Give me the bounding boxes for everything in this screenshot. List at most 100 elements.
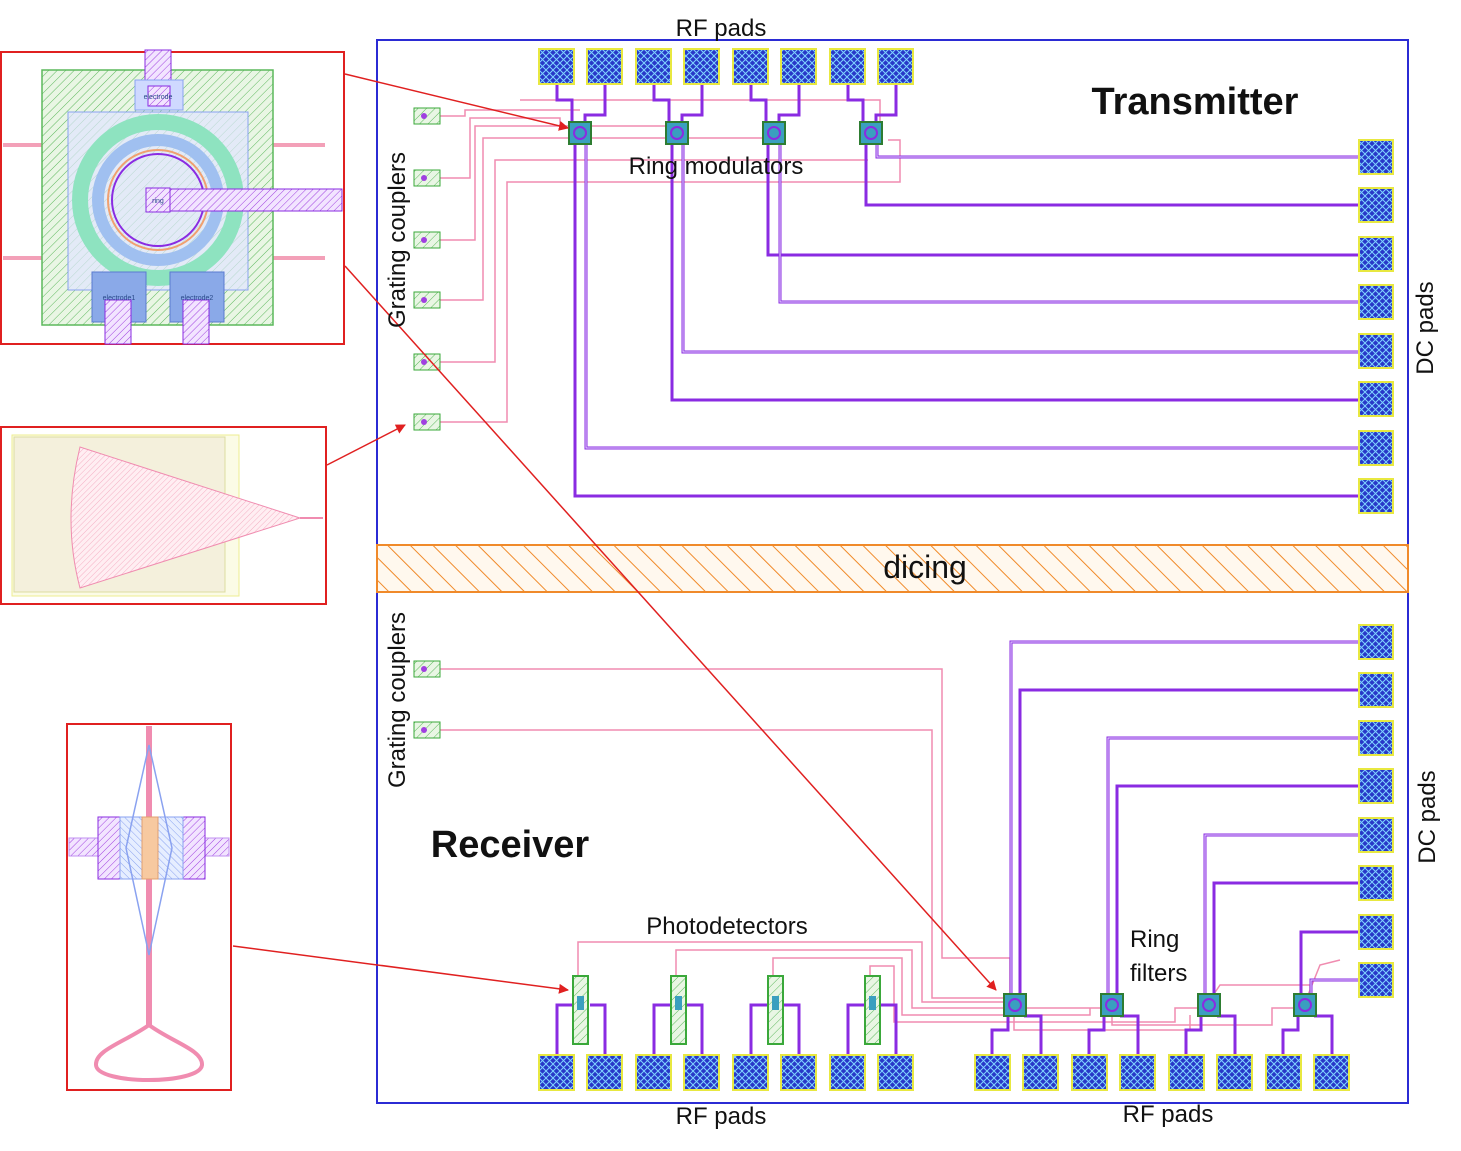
rx-dc-traces bbox=[1009, 640, 1359, 996]
ring-filter bbox=[1100, 993, 1124, 1017]
dc-pad bbox=[1358, 865, 1394, 901]
dc-pad bbox=[1358, 430, 1394, 466]
ring-modulator bbox=[859, 121, 883, 145]
photodetector bbox=[767, 975, 784, 1045]
rf-pad bbox=[1168, 1054, 1205, 1091]
tx-rf-pads bbox=[538, 48, 914, 85]
dc-pad bbox=[1358, 768, 1394, 804]
label-photodetectors: Photodetectors bbox=[646, 913, 807, 940]
inset-grating-coupler bbox=[0, 426, 327, 605]
rf-pad bbox=[1313, 1054, 1350, 1091]
inset-ring-modulator: electrode ring electrode1 electrode2 bbox=[0, 49, 345, 345]
ring-modulator bbox=[568, 121, 592, 145]
rf-pad bbox=[877, 1054, 914, 1091]
dc-pad bbox=[1358, 284, 1394, 320]
inset-label-electrode1: electrode1 bbox=[103, 295, 136, 302]
label-grating-couplers-top: Grating couplers bbox=[384, 152, 411, 328]
dicing-lane bbox=[376, 544, 1409, 593]
photodetectors bbox=[572, 975, 881, 1045]
rx-grating-couplers bbox=[413, 660, 441, 739]
rx-rf-filter-traces bbox=[990, 1014, 1334, 1055]
photodetector bbox=[572, 975, 589, 1045]
tx-waveguides bbox=[440, 99, 901, 423]
label-rf-pads-bottom-right: RF pads bbox=[1123, 1101, 1214, 1128]
dc-pad bbox=[1358, 720, 1394, 756]
rx-dc-pads bbox=[1358, 624, 1394, 998]
rf-pad bbox=[538, 48, 575, 85]
grating-coupler bbox=[413, 169, 441, 187]
ring-filter bbox=[1197, 993, 1221, 1017]
inset-label-electrode: electrode bbox=[144, 94, 173, 101]
callout-arrows bbox=[232, 73, 997, 994]
ring-filter bbox=[1003, 993, 1027, 1017]
dc-pad bbox=[1358, 672, 1394, 708]
label-dc-pads-bottom: DC pads bbox=[1414, 770, 1441, 863]
dc-pad bbox=[1358, 914, 1394, 950]
label-ring-modulators: Ring modulators bbox=[629, 153, 804, 180]
ring-modulator bbox=[665, 121, 689, 145]
rf-pad bbox=[1119, 1054, 1156, 1091]
dc-pad bbox=[1358, 962, 1394, 998]
rf-pad bbox=[635, 48, 672, 85]
tx-grating-couplers bbox=[413, 107, 441, 431]
tx-dc-traces-inner bbox=[585, 140, 1359, 449]
rf-pad bbox=[877, 48, 914, 85]
rf-pad bbox=[732, 48, 769, 85]
inset-photodetector bbox=[66, 723, 232, 1091]
dc-pad bbox=[1358, 381, 1394, 417]
arrow-to-ring-filter bbox=[344, 265, 997, 991]
ring-filter bbox=[1293, 993, 1317, 1017]
photodetector bbox=[670, 975, 687, 1045]
rf-pad bbox=[635, 1054, 672, 1091]
rx-dc-traces-inner bbox=[1010, 641, 1359, 996]
arrow-to-ring-modulator bbox=[344, 73, 569, 131]
tx-dc-pads bbox=[1358, 139, 1394, 514]
label-rf-pads-bottom-left: RF pads bbox=[676, 1103, 767, 1130]
rf-pad bbox=[732, 1054, 769, 1091]
arrow-to-photodetector bbox=[232, 945, 569, 994]
rf-pad bbox=[683, 1054, 720, 1091]
rx-pd-traces bbox=[555, 1003, 898, 1055]
label-ring-filters-line2: filters bbox=[1130, 960, 1187, 987]
dc-pad bbox=[1358, 478, 1394, 514]
photodetector bbox=[864, 975, 881, 1045]
rf-pad bbox=[683, 48, 720, 85]
grating-coupler bbox=[413, 231, 441, 249]
label-transmitter: Transmitter bbox=[1092, 81, 1299, 123]
rf-pad bbox=[829, 48, 866, 85]
dc-pad bbox=[1358, 236, 1394, 272]
rf-pad bbox=[586, 48, 623, 85]
rf-pad bbox=[780, 48, 817, 85]
grating-coupler bbox=[413, 413, 441, 431]
dc-pad bbox=[1358, 333, 1394, 369]
grating-coupler bbox=[413, 107, 441, 125]
grating-coupler bbox=[413, 660, 441, 678]
ring-modulators bbox=[568, 121, 883, 145]
grating-coupler bbox=[413, 353, 441, 371]
label-dc-pads-top: DC pads bbox=[1412, 281, 1439, 374]
grating-coupler bbox=[413, 721, 441, 739]
rx-waveguides bbox=[440, 668, 1341, 1031]
label-receiver: Receiver bbox=[431, 824, 590, 866]
label-dicing: dicing bbox=[883, 549, 967, 585]
rx-rf-pads bbox=[538, 1054, 1350, 1091]
rf-pad bbox=[586, 1054, 623, 1091]
inset-label-electrode2: electrode2 bbox=[181, 295, 214, 302]
ring-filters bbox=[1003, 993, 1317, 1017]
dc-pad bbox=[1358, 187, 1394, 223]
rf-pad bbox=[538, 1054, 575, 1091]
tx-rf-traces bbox=[555, 84, 898, 122]
dc-pad bbox=[1358, 624, 1394, 660]
arrow-to-grating-coupler bbox=[326, 424, 406, 466]
label-grating-couplers-bottom: Grating couplers bbox=[384, 612, 411, 788]
rf-pad bbox=[780, 1054, 817, 1091]
rf-pad bbox=[1216, 1054, 1253, 1091]
rf-pad bbox=[974, 1054, 1011, 1091]
inset-label-ring: ring bbox=[152, 198, 164, 205]
rf-pad bbox=[1022, 1054, 1059, 1091]
grating-coupler bbox=[413, 291, 441, 309]
dc-pad bbox=[1358, 817, 1394, 853]
label-ring-filters-line1: Ring bbox=[1130, 926, 1179, 953]
rf-pad bbox=[829, 1054, 866, 1091]
